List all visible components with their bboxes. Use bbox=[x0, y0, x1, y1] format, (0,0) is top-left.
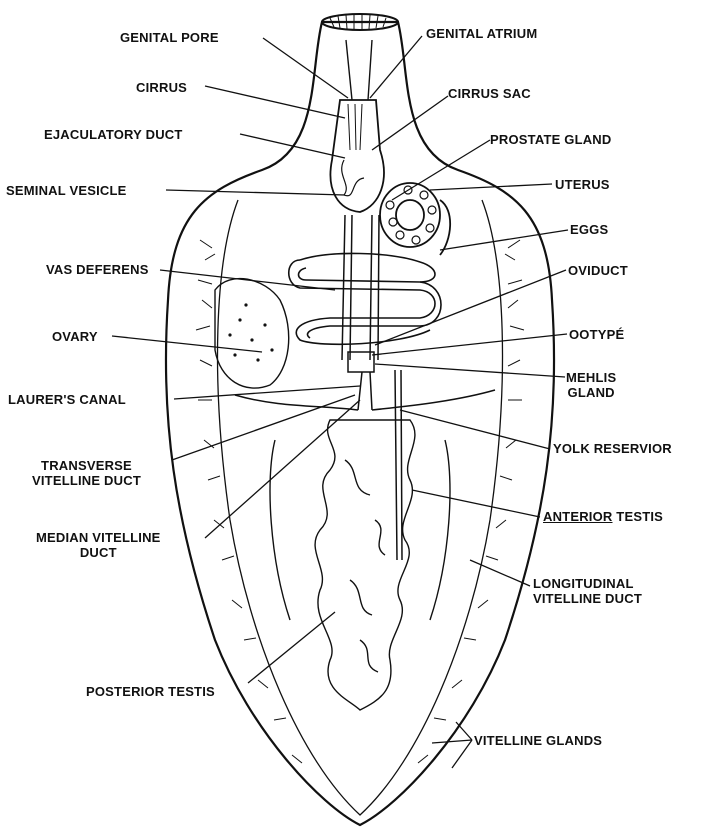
label-anterior-testis-rest: TESTIS bbox=[613, 509, 664, 524]
label-posterior-testis: POSTERIOR TESTIS bbox=[86, 684, 215, 699]
vas-deferens-shape bbox=[289, 253, 441, 344]
ovary-shape bbox=[215, 279, 289, 389]
label-mehlis-gland-line1: MEHLIS bbox=[566, 370, 616, 385]
label-longitudinal-vitelline-duct: LONGITUDINAL VITELLINE DUCT bbox=[533, 576, 642, 606]
label-vas-deferens: VAS DEFERENS bbox=[46, 262, 149, 277]
label-median-vitelline-duct-line2: DUCT bbox=[36, 545, 161, 560]
label-seminal-vesicle: SEMINAL VESICLE bbox=[6, 183, 127, 198]
transverse-vitelline-duct-shape bbox=[235, 390, 495, 410]
label-ootype: OOTYPÉ bbox=[569, 327, 624, 342]
label-vitelline-glands: VITELLINE GLANDS bbox=[474, 733, 602, 748]
label-transverse-vitelline-duct-line2: VITELLINE DUCT bbox=[32, 473, 141, 488]
label-median-vitelline-duct: MEDIAN VITELLINE DUCT bbox=[36, 530, 161, 560]
label-mehlis-gland: MEHLIS GLAND bbox=[566, 370, 616, 400]
prostate-uterus-shape bbox=[380, 183, 450, 255]
testes-shape bbox=[270, 420, 450, 710]
label-eggs: EGGS bbox=[570, 222, 608, 237]
label-cirrus: CIRRUS bbox=[136, 80, 187, 95]
label-uterus: UTERUS bbox=[555, 177, 610, 192]
label-cirrus-sac: CIRRUS SAC bbox=[448, 86, 531, 101]
central-ducts bbox=[342, 215, 402, 560]
label-laurers-canal: LAURER'S CANAL bbox=[8, 392, 126, 407]
label-median-vitelline-duct-line1: MEDIAN VITELLINE bbox=[36, 530, 161, 545]
label-prostate-gland: PROSTATE GLAND bbox=[490, 132, 611, 147]
label-anterior-testis-underlined: ANTERIOR bbox=[543, 509, 613, 524]
label-genital-pore: GENITAL PORE bbox=[120, 30, 219, 45]
label-yolk-reservoir: YOLK RESERVIOR bbox=[553, 441, 672, 456]
label-genital-atrium: GENITAL ATRIUM bbox=[426, 26, 537, 41]
label-mehlis-gland-line2: GLAND bbox=[566, 385, 616, 400]
label-transverse-vitelline-duct: TRANSVERSE VITELLINE DUCT bbox=[32, 458, 141, 488]
label-ovary: OVARY bbox=[52, 329, 98, 344]
label-oviduct: OVIDUCT bbox=[568, 263, 628, 278]
label-transverse-vitelline-duct-line1: TRANSVERSE bbox=[32, 458, 141, 473]
label-ejaculatory-duct: EJACULATORY DUCT bbox=[44, 127, 183, 142]
label-longitudinal-vitelline-duct-line2: VITELLINE DUCT bbox=[533, 591, 642, 606]
label-anterior-testis: ANTERIOR TESTIS bbox=[543, 509, 663, 524]
label-longitudinal-vitelline-duct-line1: LONGITUDINAL bbox=[533, 576, 642, 591]
